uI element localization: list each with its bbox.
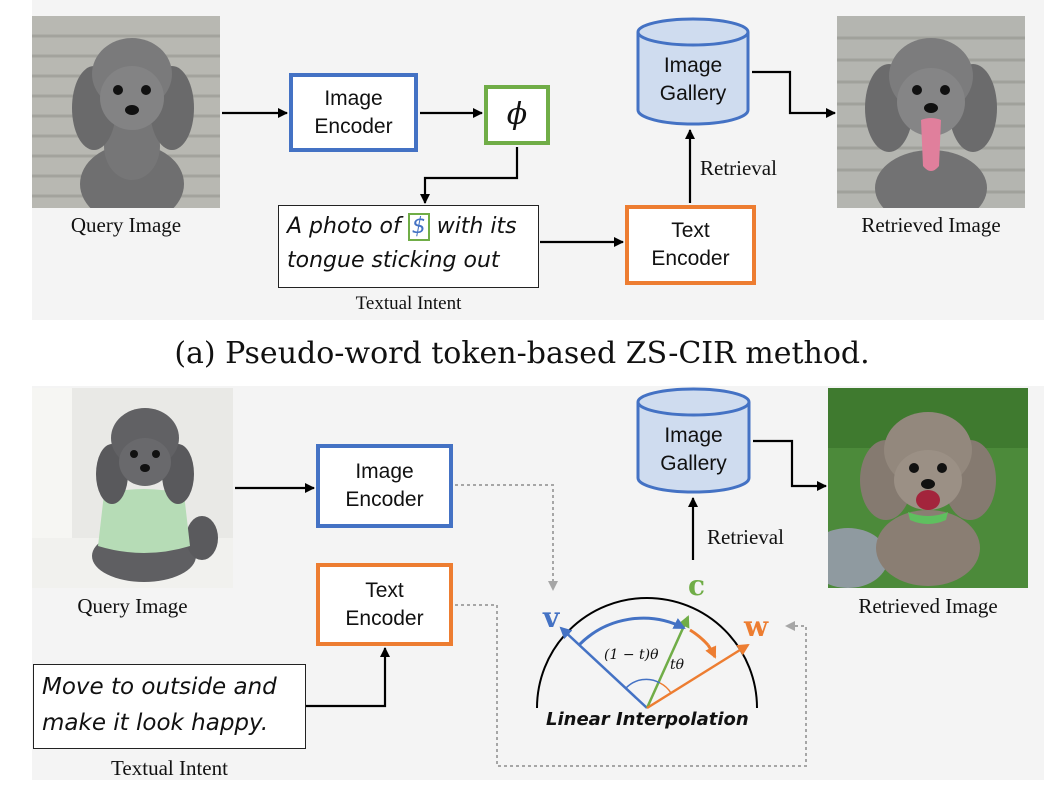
textual-intent-bottom: Move to outside and make it look happy. (33, 664, 306, 749)
arrow-icon (306, 664, 387, 708)
textual-intent-caption-top: Textual Intent (355, 293, 462, 314)
angle-label-1: (1 − t)θ (604, 647, 659, 663)
phi-symbol: ϕ (506, 97, 528, 132)
query-image-caption-top: Query Image (70, 213, 182, 237)
query-image-top (32, 16, 220, 208)
intent-bottom-line1: Move to outside and (42, 674, 277, 700)
textual-intent-caption-bottom: Textual Intent (111, 756, 228, 780)
intent-line1-pre: A photo of (287, 214, 408, 239)
angle-label-2: tθ (670, 657, 685, 673)
textual-intent-top: A photo of $ with its tongue sticking ou… (278, 205, 539, 288)
database-icon (636, 17, 750, 126)
image-encoder-bottom-line1: Image (355, 460, 414, 483)
retrieved-image-top (837, 16, 1025, 208)
gallery-bottom-line2: Gallery (660, 452, 727, 475)
gallery-bottom-line1: Image (664, 424, 723, 447)
intent-line2: tongue sticking out (287, 248, 500, 273)
arrow-icon (753, 439, 827, 491)
intent-bottom-line2: make it look happy. (42, 710, 269, 736)
image-encoder-top-line1: Image (324, 86, 383, 110)
retrieved-image-caption-top: Retrieved Image (861, 213, 1001, 237)
bottom-connectors (235, 439, 827, 767)
gallery-top-line1: Image (663, 54, 723, 77)
database-icon (636, 387, 751, 494)
top-connectors (222, 70, 836, 247)
arrow-icon (752, 70, 836, 118)
retrieval-label-bottom: Retrieval (707, 525, 784, 549)
vector-w-label: w (744, 610, 769, 643)
text-encoder-bottom-line1: Text (365, 578, 404, 602)
linear-interpolation-label: Linear Interpolation (546, 709, 749, 730)
text-encoder-bottom-line2: Encoder (345, 606, 424, 630)
pseudo-word-token: $ (407, 213, 430, 241)
intent-line1: A photo of $ with its (287, 210, 530, 244)
image-encoder-top-line2: Encoder (314, 114, 393, 138)
intent-line1-post: with its (429, 214, 517, 239)
query-image-caption-bottom: Query Image (77, 594, 188, 618)
retrieval-label-top: Retrieval (700, 156, 777, 180)
retrieved-image-caption-bottom: Retrieved Image (858, 594, 998, 618)
vector-v-label: v (543, 601, 560, 634)
text-encoder-top-line2: Encoder (651, 247, 730, 270)
figure-subtitle-a: (a) Pseudo-word token-based ZS-CIR metho… (174, 336, 870, 371)
vector-c-label: c (688, 569, 706, 602)
gallery-top-line2: Gallery (659, 82, 727, 105)
text-encoder-top-line1: Text (671, 219, 710, 242)
query-image-bottom (32, 388, 233, 588)
phi-mapping-box: ϕ (484, 85, 550, 145)
retrieved-image-bottom (828, 388, 1028, 588)
image-encoder-bottom-line2: Encoder (345, 488, 424, 511)
arrow-icon (420, 147, 519, 204)
